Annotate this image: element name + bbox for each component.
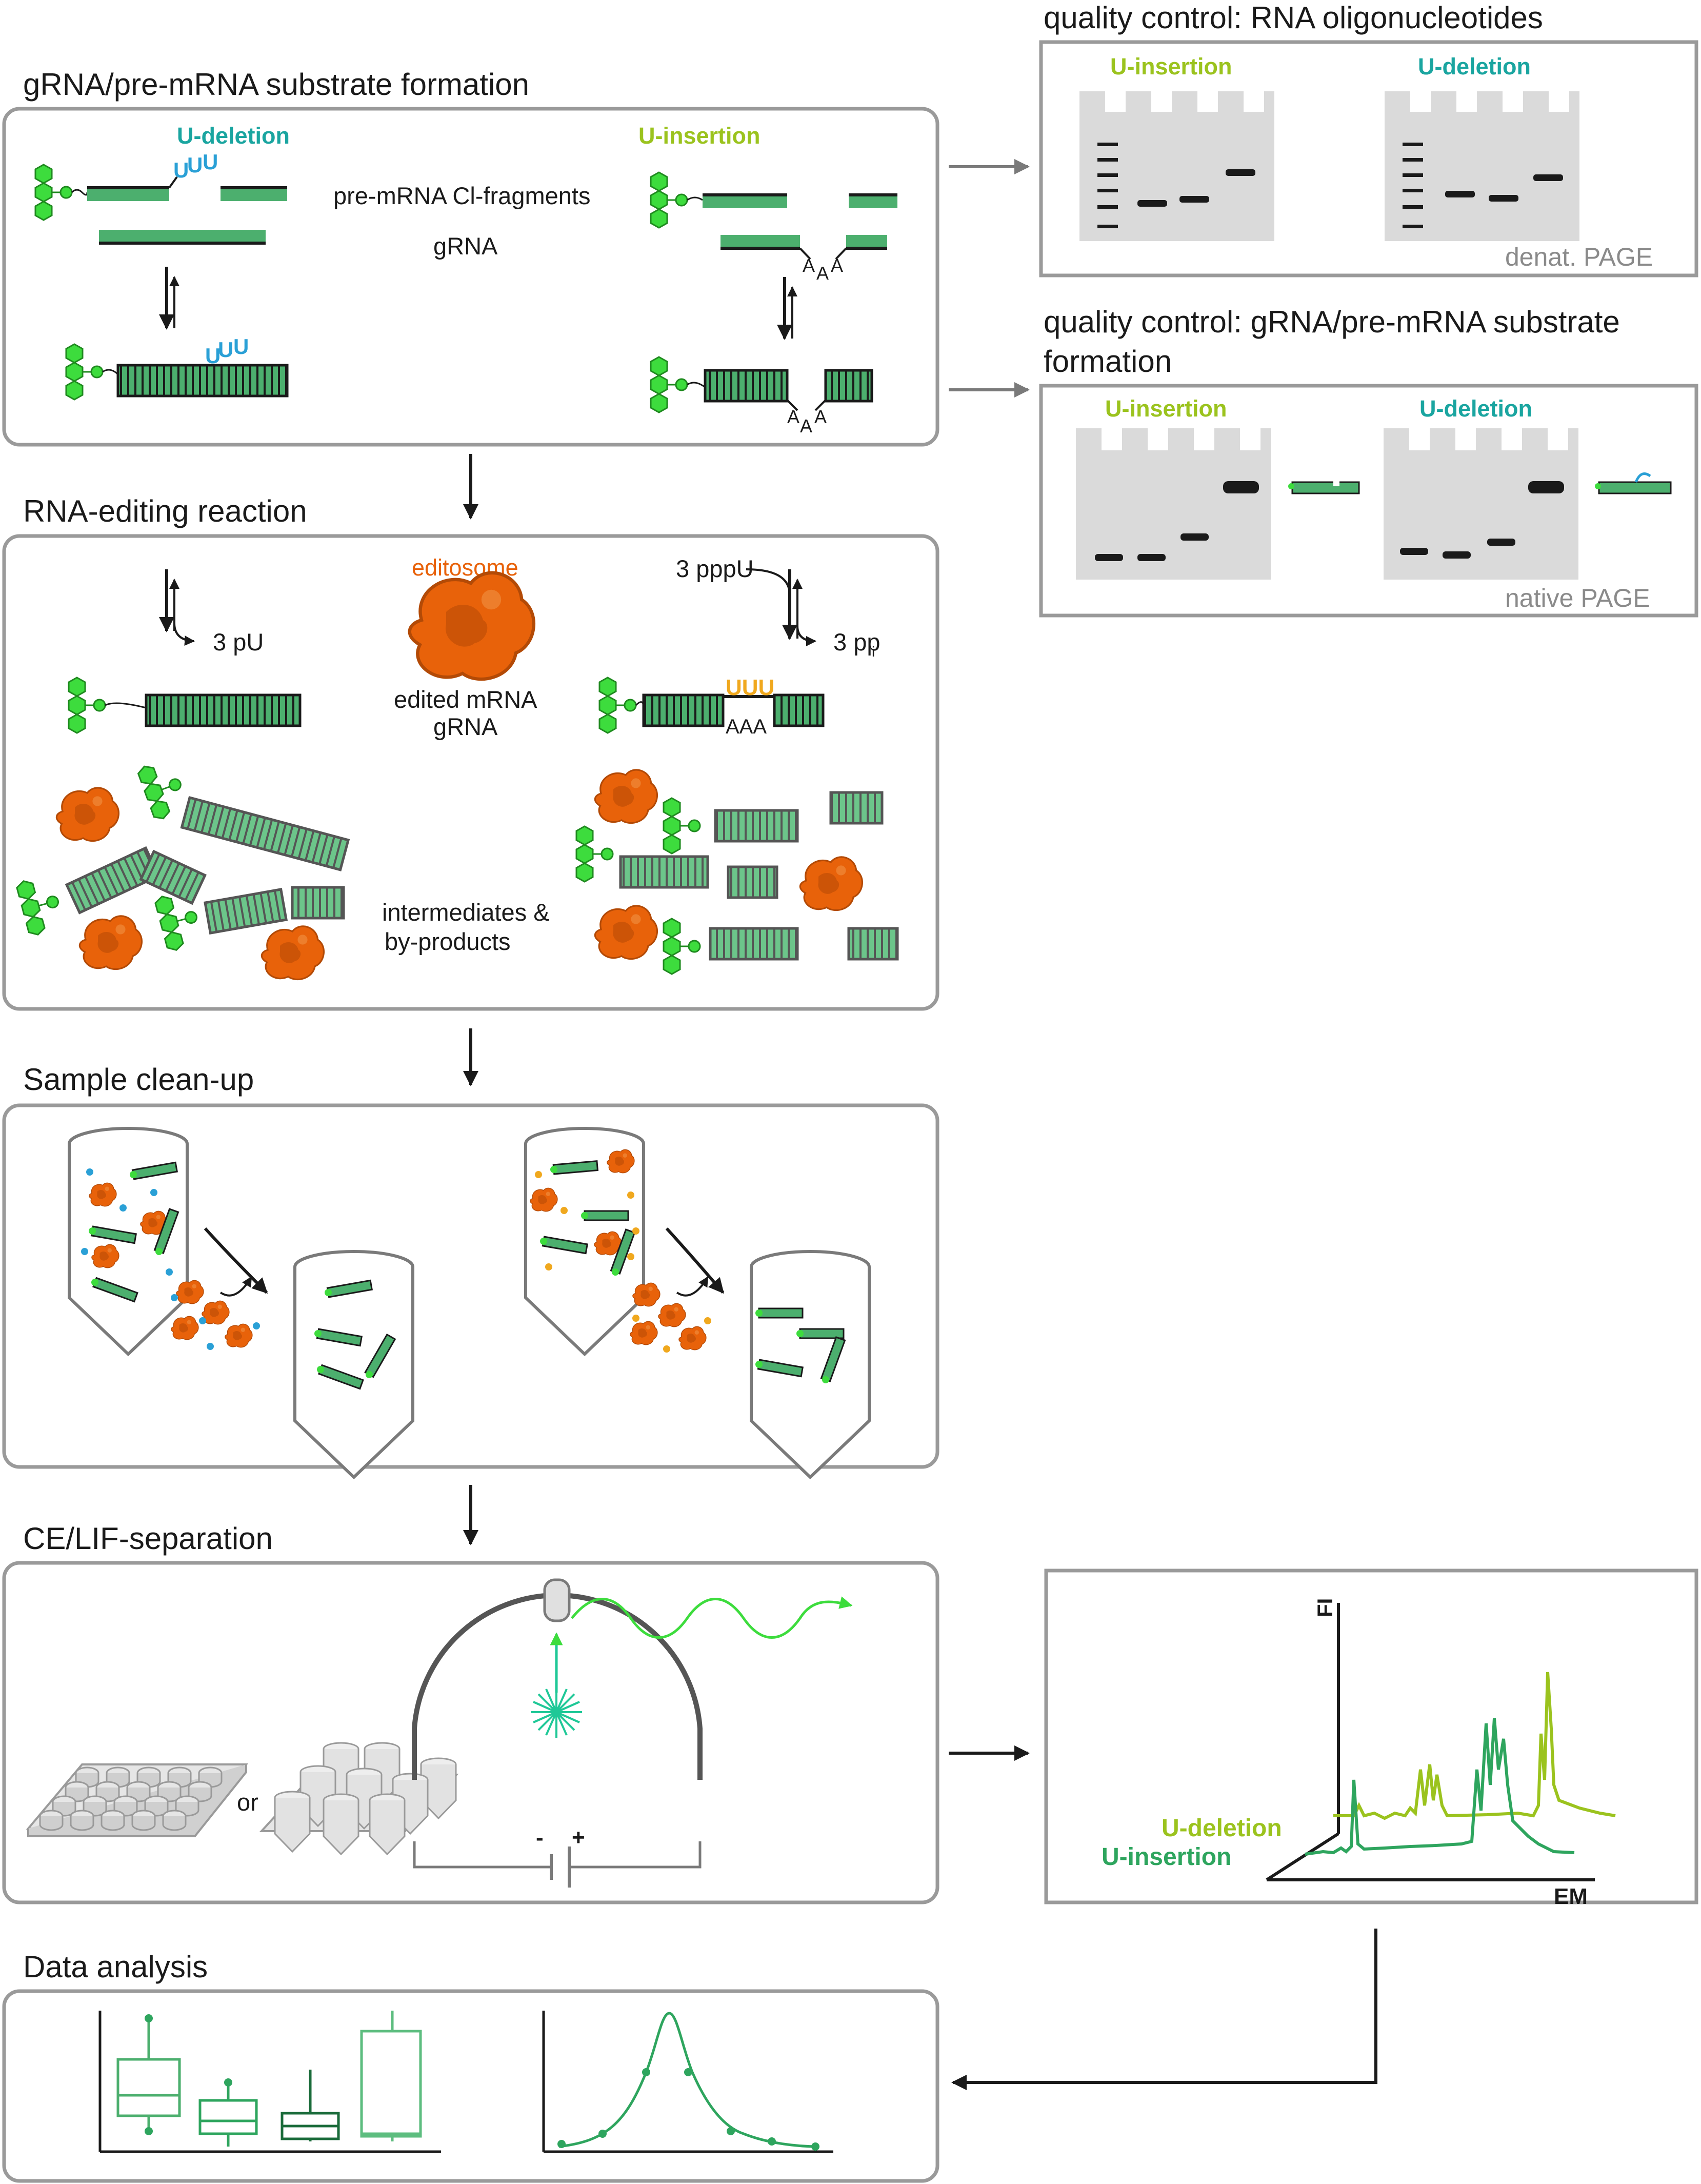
qc-substrate-caption: native PAGE: [1505, 584, 1650, 612]
trace-u-deletion: [1333, 1672, 1616, 1820]
qc-oligo-title: quality control: RNA oligonucleotides: [1044, 1, 1543, 35]
deletion-product: 3 pU: [213, 628, 264, 656]
loop-a: A: [803, 255, 815, 276]
intermediates-label-2: by-products: [385, 928, 511, 955]
overhang-u: U: [173, 158, 189, 182]
loop-a: A: [816, 263, 829, 284]
native-gel-right: [1384, 428, 1672, 580]
u-insertion-fragments: A A A A A A: [650, 171, 897, 436]
laser-icon: [531, 1632, 582, 1738]
deletion-reaction: 3 pU: [68, 569, 302, 734]
denat-gel-right: [1385, 91, 1579, 241]
insertion-product-sub: i: [872, 644, 875, 660]
overhang-u: U: [218, 337, 233, 362]
peak-fit-plot: [542, 2011, 833, 2153]
denat-gel-left: [1079, 91, 1274, 241]
cleanup-panel: [2, 1103, 939, 1469]
overhang-u: U: [203, 150, 218, 174]
qc-substrate-lane-b: U-deletion: [1419, 395, 1532, 422]
boxplot: [98, 2011, 441, 2153]
x-axis-label: EM: [1554, 1884, 1588, 1909]
editing-title: RNA-editing reaction: [23, 494, 307, 528]
qc-substrate-title-1: quality control: gRNA/pre-mRNA substrate: [1044, 305, 1620, 339]
power-circuit: - +: [413, 1825, 702, 1888]
inserted-u: UUU: [726, 675, 774, 700]
cleanup-insertion: [526, 1128, 869, 1477]
vial-rack-icon: [259, 1742, 459, 1855]
arrow-to-analysis: [951, 1929, 1377, 2090]
insertion-reactant: 3 pppU: [676, 555, 754, 582]
electropherogram-panel: [1044, 1568, 1698, 1904]
y-axis-label: FI: [1313, 1598, 1337, 1617]
trace-u-insertion: [1305, 1718, 1575, 1856]
or-label: or: [237, 1789, 258, 1816]
intermediates-deletion: [15, 756, 350, 981]
plate-icon: [26, 1763, 249, 1837]
legend-u-deletion: U-deletion: [1162, 1815, 1282, 1842]
qc-substrate-lane-a: U-insertion: [1105, 395, 1227, 422]
substrate-title: gRNA/pre-mRNA substrate formation: [23, 67, 529, 102]
u-deletion-fragments: U U U U U U: [34, 150, 289, 401]
loop-a: AAA: [726, 716, 767, 738]
ce-panel: [2, 1561, 939, 1904]
analysis-title: Data analysis: [23, 1950, 208, 1984]
grna-label: gRNA: [433, 232, 498, 260]
native-gel-left: [1076, 428, 1360, 580]
loop-a: A: [787, 406, 799, 427]
legend-u-insertion: U-insertion: [1102, 1843, 1231, 1871]
editing-panel: [2, 534, 939, 1011]
u-deletion-label: U-deletion: [177, 123, 290, 149]
intermediates-insertion: [575, 769, 899, 975]
minus-sign: -: [536, 1825, 544, 1850]
grna-label-2: gRNA: [433, 713, 498, 740]
plus-sign: +: [572, 1825, 585, 1850]
detection-window: [543, 1578, 571, 1622]
cleanup-deletion: [69, 1128, 413, 1477]
fluorescence-wave: [571, 1596, 853, 1639]
edited-mrna-label: edited mRNA: [394, 686, 537, 713]
insertion-reaction: 3 pppU 3 pp i UUU AAA: [598, 555, 880, 738]
loop-a: A: [800, 415, 812, 436]
overhang-u: U: [187, 153, 203, 177]
premrna-label: pre-mRNA Cl-fragments: [333, 182, 590, 209]
ce-title: CE/LIF-separation: [23, 1521, 273, 1556]
electropherogram: FI EM U-deletion U-insertion: [1102, 1598, 1616, 1909]
overhang-u: U: [205, 344, 221, 368]
overhang-u: U: [233, 334, 249, 359]
qc-oligo-caption: denat. PAGE: [1505, 243, 1653, 271]
cleanup-title: Sample clean-up: [23, 1062, 254, 1097]
intermediates-label-1: intermediates &: [382, 899, 550, 926]
qc-oligo-lane-a: U-insertion: [1110, 53, 1232, 80]
qc-oligo-lane-b: U-deletion: [1418, 53, 1531, 80]
insertion-product: 3 pp: [833, 628, 880, 656]
loop-a: A: [831, 255, 843, 276]
qc-substrate-title-2: formation: [1044, 344, 1172, 379]
u-insertion-label: U-insertion: [638, 123, 761, 149]
loop-a: A: [814, 406, 827, 427]
